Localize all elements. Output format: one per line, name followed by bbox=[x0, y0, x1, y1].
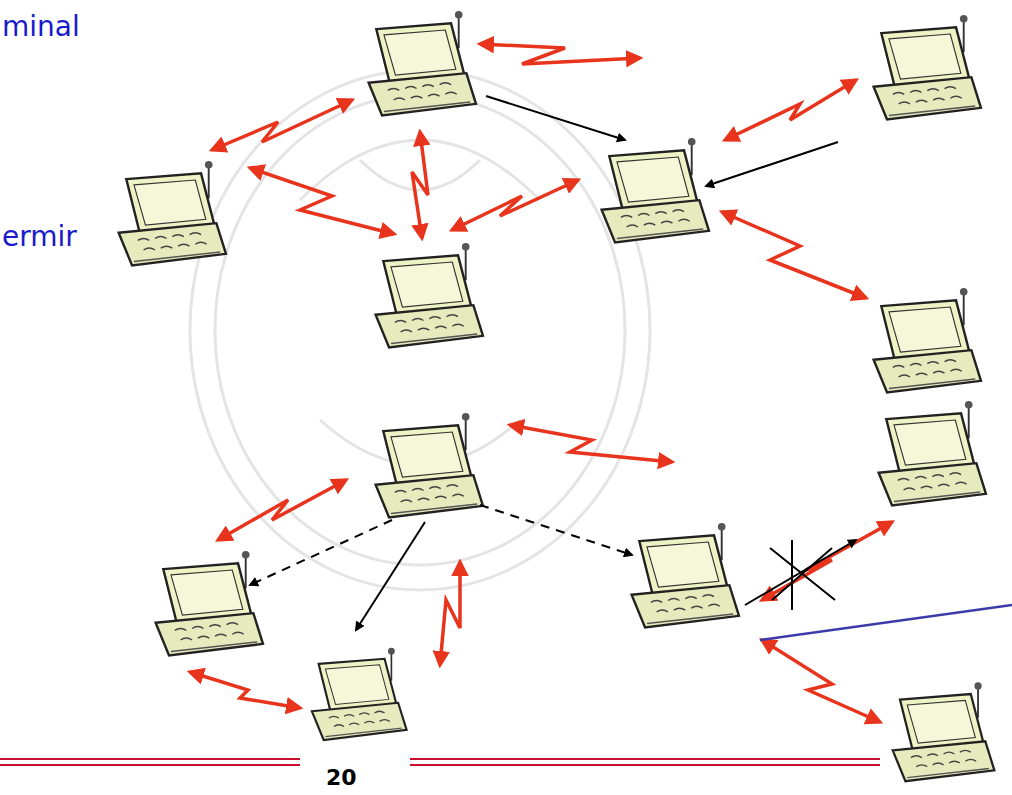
laptop-icon bbox=[376, 243, 483, 347]
cross-mark bbox=[791, 540, 793, 610]
laptop-icon bbox=[156, 551, 263, 655]
radio-link bbox=[440, 562, 460, 665]
dashed-arrow bbox=[250, 520, 392, 585]
route-arrow bbox=[356, 522, 425, 630]
laptop-icon bbox=[874, 288, 981, 392]
radio-link bbox=[722, 212, 866, 298]
radio-link bbox=[190, 672, 300, 708]
seal-figure bbox=[300, 140, 540, 465]
laptop-icon bbox=[879, 401, 986, 505]
seal-outline bbox=[190, 70, 650, 590]
dashed-arrow bbox=[480, 505, 632, 555]
laptop-icon bbox=[874, 15, 981, 119]
radio-link bbox=[762, 640, 880, 722]
laptops bbox=[119, 11, 995, 781]
route-arrow bbox=[486, 96, 625, 140]
laptop-icon bbox=[893, 682, 995, 781]
footer-rule bbox=[410, 758, 880, 760]
laptop-icon bbox=[369, 11, 476, 115]
radio-link bbox=[250, 168, 394, 234]
broken-route-arrow bbox=[745, 540, 856, 605]
footer-rule bbox=[0, 758, 300, 760]
footer-rule bbox=[0, 764, 300, 766]
radio-link bbox=[218, 480, 346, 540]
page-number: 20 bbox=[326, 766, 357, 790]
radio-link bbox=[212, 100, 352, 150]
cropped-heading: minal bbox=[2, 12, 80, 43]
radio-link bbox=[510, 425, 672, 462]
cropped-heading: ermir bbox=[2, 222, 77, 253]
radio-link bbox=[412, 132, 428, 238]
laptop-icon bbox=[376, 413, 483, 517]
radio-link bbox=[480, 44, 640, 64]
cross-mark bbox=[772, 548, 832, 600]
footer-rule bbox=[410, 764, 880, 766]
cross-mark bbox=[770, 548, 835, 600]
radio-link bbox=[452, 180, 578, 230]
route-arrow bbox=[706, 142, 838, 186]
range-boundary bbox=[760, 605, 1012, 640]
seal-watermark bbox=[190, 70, 650, 590]
route-arrows bbox=[250, 96, 856, 630]
laptop-icon bbox=[312, 648, 407, 740]
laptop-icon bbox=[119, 161, 226, 265]
slide-rule bbox=[0, 759, 880, 765]
laptop-icon bbox=[632, 523, 739, 627]
seal-outline bbox=[215, 95, 625, 565]
radio-link bbox=[762, 522, 892, 600]
laptop-icon bbox=[602, 138, 709, 242]
radio-links bbox=[190, 44, 892, 722]
radio-link bbox=[725, 80, 856, 140]
